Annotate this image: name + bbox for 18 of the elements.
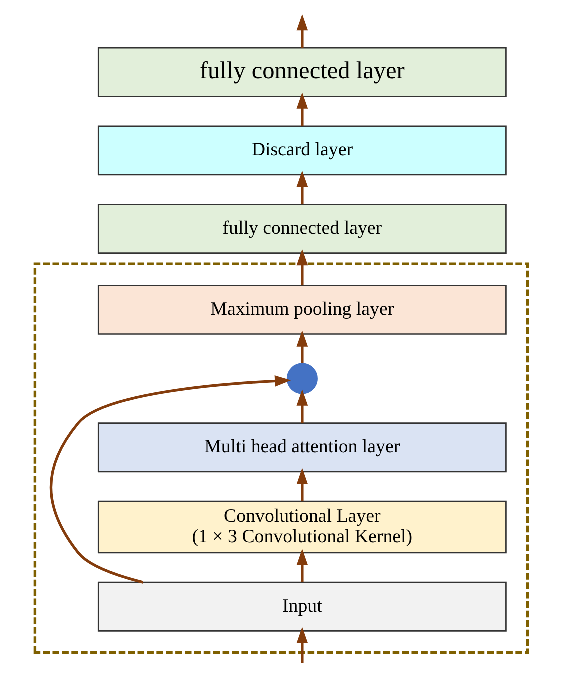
arrow bbox=[296, 330, 308, 364]
arrow bbox=[50, 376, 292, 584]
arrow bbox=[296, 468, 308, 502]
node-circle bbox=[286, 363, 318, 394]
node-box: fully connected layer bbox=[98, 204, 507, 254]
node-box: Discard layer bbox=[98, 126, 507, 176]
node-box: Convolutional Layer (1 × 3 Convolutional Kernel) bbox=[98, 500, 507, 554]
arrow bbox=[296, 14, 308, 48]
node-box: Maximum pooling layer bbox=[98, 285, 507, 335]
arrow bbox=[296, 390, 308, 424]
node-box: Multi head attention layer bbox=[98, 422, 507, 473]
arrow bbox=[296, 92, 308, 126]
node-box: Input bbox=[98, 582, 507, 632]
arrow bbox=[296, 549, 308, 582]
arrow bbox=[296, 170, 308, 205]
arrow bbox=[296, 627, 308, 664]
arrow bbox=[296, 249, 308, 286]
node-box: fully connected layer bbox=[98, 47, 507, 98]
